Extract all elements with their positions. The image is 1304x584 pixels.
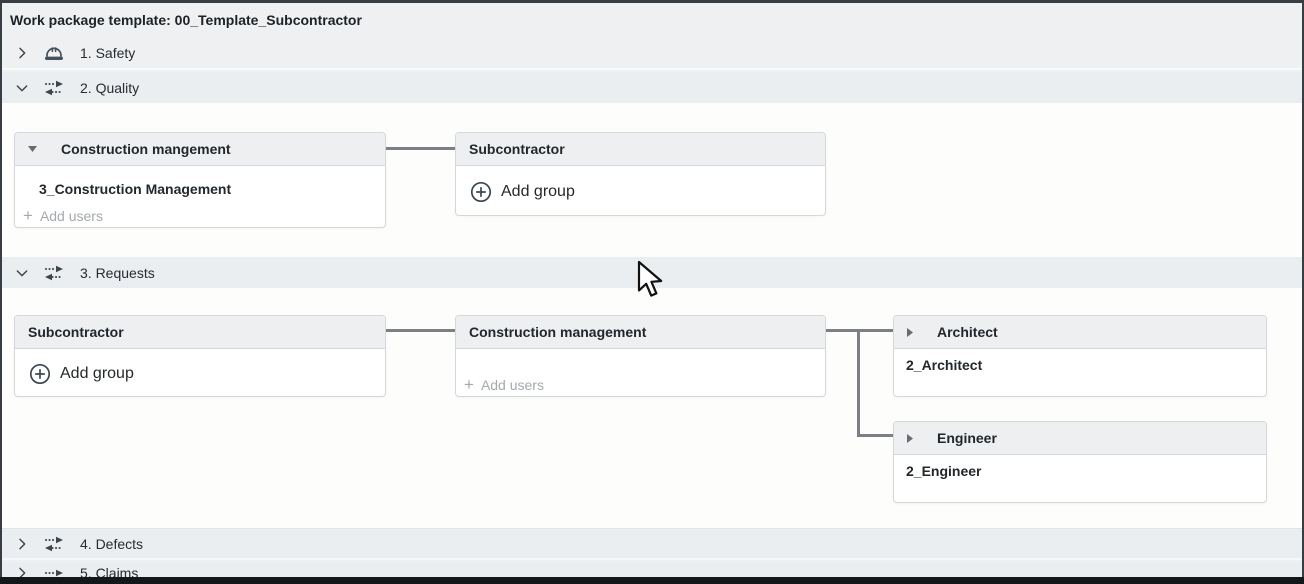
card-title: Subcontractor: [28, 324, 124, 340]
group-item[interactable]: 3_Construction Management: [39, 181, 232, 197]
screen-border: [0, 0, 2, 584]
add-users-label: Add users: [480, 376, 544, 393]
caret-right-icon[interactable]: [907, 327, 913, 337]
add-users-label: Add users: [39, 207, 103, 224]
add-group-label: Add group: [60, 365, 134, 382]
section-row-safety[interactable]: 1. Safety: [2, 37, 1302, 70]
add-group-button[interactable]: Add group: [470, 181, 575, 203]
card-construction-management: Construction management + Add users: [455, 315, 826, 397]
add-users-button[interactable]: + Add users: [464, 376, 544, 393]
section-label-safety: 1. Safety: [80, 44, 136, 61]
section-row-quality[interactable]: 2. Quality: [2, 72, 1302, 103]
group-item[interactable]: 2_Architect: [906, 357, 983, 373]
workflow-arrows-icon: [42, 533, 66, 555]
workflow-arrows-icon: [42, 77, 66, 99]
page-title-bar: Work package template: 00_Template_Subco…: [2, 3, 1302, 37]
card-title: Subcontractor: [469, 141, 565, 157]
card-header-construction-management[interactable]: Construction management: [456, 316, 825, 349]
section-row-defects[interactable]: 4. Defects: [2, 528, 1302, 560]
card-construction-mangement: Construction mangement 3_Construction Ma…: [14, 132, 386, 228]
dashed-arrow-icon: [42, 562, 66, 584]
circle-plus-icon: [29, 363, 51, 385]
section-label-quality: 2. Quality: [80, 79, 140, 96]
screen-border: [1302, 0, 1304, 584]
screen-border: [0, 577, 1304, 584]
connector-line: [857, 329, 860, 437]
caret-right-icon[interactable]: [907, 433, 913, 443]
chevron-down-icon[interactable]: [14, 265, 30, 281]
page-title: Work package template: 00_Template_Subco…: [10, 12, 362, 28]
card-title: Construction mangement: [61, 141, 231, 157]
chevron-right-icon[interactable]: [14, 565, 30, 581]
add-group-label: Add group: [501, 183, 575, 200]
card-subcontractor-requests: Subcontractor Add group: [14, 315, 386, 397]
card-engineer: Engineer 2_Engineer: [893, 421, 1267, 503]
card-title: Architect: [937, 324, 998, 340]
card-title: Construction management: [469, 324, 647, 340]
section-label-requests: 3. Requests: [80, 264, 155, 281]
section-label-defects: 4. Defects: [80, 535, 144, 552]
card-architect: Architect 2_Architect: [893, 315, 1267, 397]
group-item[interactable]: 2_Engineer: [906, 463, 982, 479]
card-title: Engineer: [937, 430, 997, 446]
plus-icon: +: [23, 206, 33, 225]
helmet-icon: [42, 42, 66, 64]
connector-line: [857, 434, 893, 437]
chevron-right-icon[interactable]: [14, 45, 30, 61]
card-header-subcontractor[interactable]: Subcontractor: [15, 316, 385, 349]
card-header-engineer[interactable]: Engineer: [894, 422, 1266, 455]
card-header-construction-mangement[interactable]: Construction mangement: [15, 133, 385, 166]
card-header-architect[interactable]: Architect: [894, 316, 1266, 349]
circle-plus-icon: [470, 181, 492, 203]
connector-line: [386, 147, 455, 150]
workflow-arrows-icon: [42, 262, 66, 284]
connector-line: [386, 329, 455, 332]
card-subcontractor-quality: Subcontractor Add group: [455, 132, 826, 216]
chevron-down-icon[interactable]: [14, 80, 30, 96]
add-users-button[interactable]: + Add users: [23, 207, 103, 224]
screen-border: [0, 0, 1304, 3]
chevron-right-icon[interactable]: [14, 536, 30, 552]
add-group-button[interactable]: Add group: [29, 363, 134, 385]
mouse-cursor: [637, 260, 667, 305]
plus-icon: +: [464, 375, 474, 394]
caret-down-icon[interactable]: [28, 146, 37, 152]
card-header-subcontractor[interactable]: Subcontractor: [456, 133, 825, 166]
